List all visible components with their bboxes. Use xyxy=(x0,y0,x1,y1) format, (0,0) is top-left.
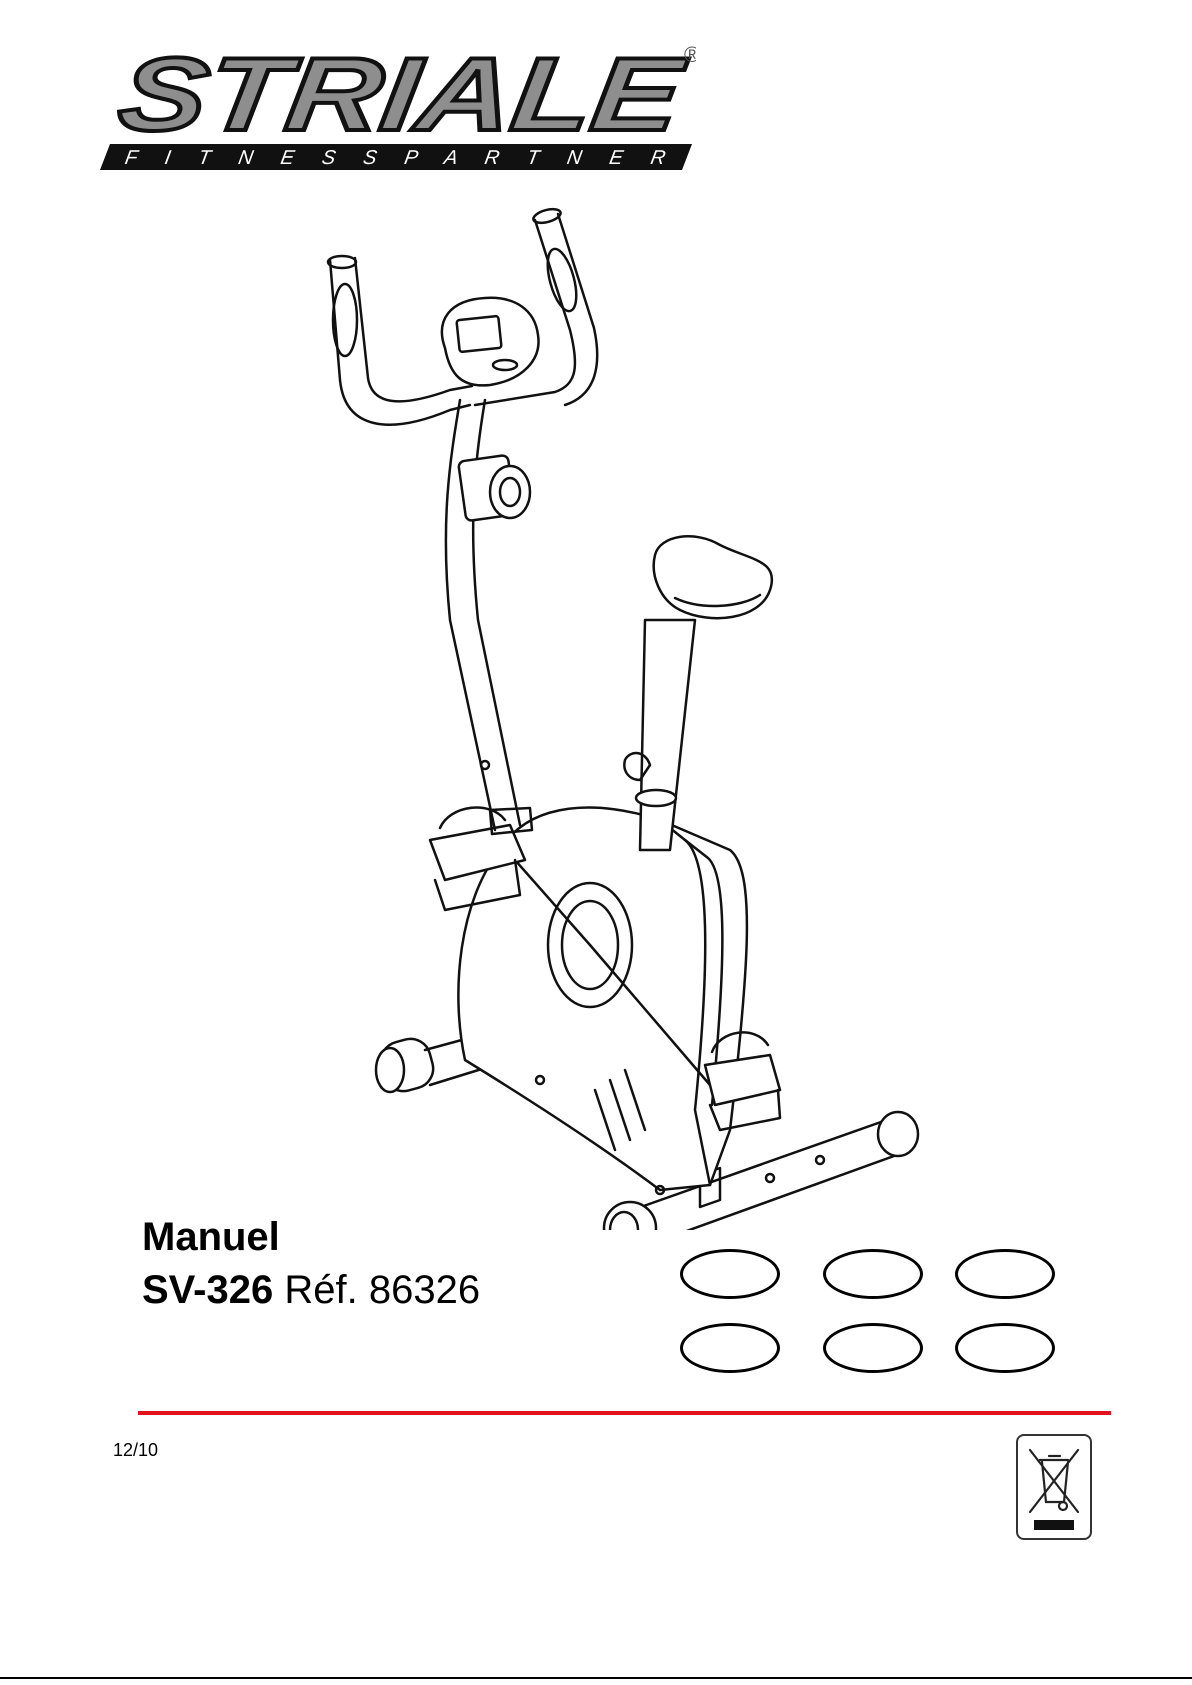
language-oval-2 xyxy=(823,1249,923,1299)
manual-title: Manuel xyxy=(142,1215,280,1260)
model-line: SV-326 Réf. 86326 xyxy=(142,1268,480,1313)
handlebar-column xyxy=(446,400,532,834)
saddle xyxy=(654,536,772,618)
language-oval-3 xyxy=(955,1249,1055,1299)
logo-brand: STRIALE xyxy=(112,40,692,153)
bottom-rule xyxy=(0,1677,1192,1679)
red-divider xyxy=(138,1411,1111,1415)
revision-date: 12/10 xyxy=(113,1440,158,1461)
reference-label: Réf. xyxy=(284,1268,357,1312)
logo-registered-mark: ® xyxy=(684,42,696,67)
console xyxy=(442,298,539,386)
exercise-bike-illustration xyxy=(300,200,1060,1230)
crossed-out-wheelie-bin-icon xyxy=(1016,1434,1092,1540)
model-name: SV-326 xyxy=(142,1268,273,1312)
language-oval-1 xyxy=(680,1249,780,1299)
striale-logo: STRIALE ® F I T N E S S P A R T N E R xyxy=(96,40,696,170)
reference-number: 86326 xyxy=(369,1268,480,1312)
language-oval-5 xyxy=(823,1323,923,1373)
language-oval-4 xyxy=(680,1323,780,1373)
language-oval-6 xyxy=(955,1323,1055,1373)
